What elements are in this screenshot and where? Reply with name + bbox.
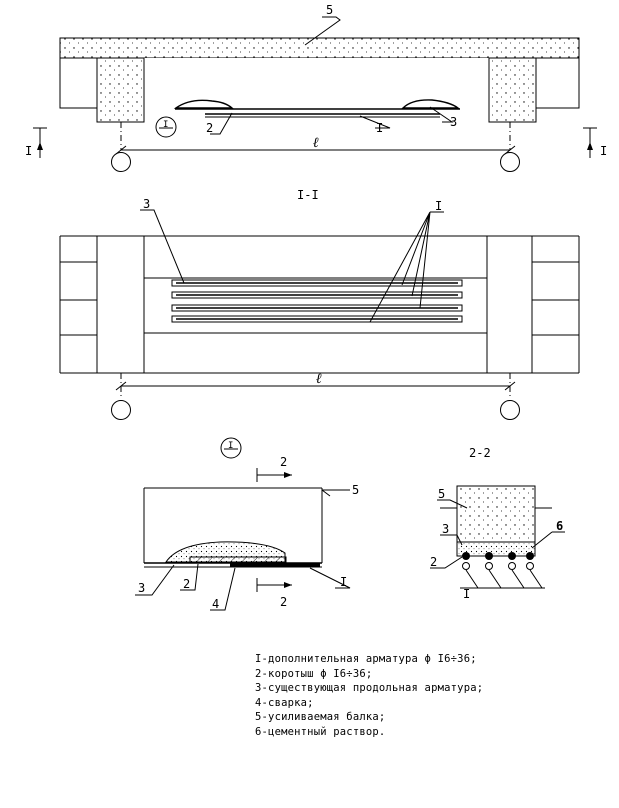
legend-item-1: I-дополнительная арматура ϕ I6÷36; <box>255 653 477 665</box>
legend-item-3: 3-существующая продольная арматура; <box>255 682 484 694</box>
span-label-top: ℓ <box>313 135 319 151</box>
label-6-section: 6 <box>556 519 563 533</box>
legend-item-2: 2-коротыш ϕ I6÷36; <box>255 667 373 680</box>
label-2-cut-top: 2 <box>280 455 287 469</box>
section-mark-right: I <box>600 144 607 158</box>
label-5-section: 5 <box>438 487 445 501</box>
section-title-2: 2-2 <box>469 446 491 460</box>
detail-view <box>135 437 351 611</box>
legend-item-6: 6-цементный раствор. <box>255 725 386 738</box>
cross-section-view <box>430 485 565 589</box>
plan-view <box>59 209 580 420</box>
label-1-top: I <box>376 121 383 135</box>
section-mark-left: I <box>25 144 32 158</box>
legend-item-5: 5-усиливаемая балка; <box>255 711 386 723</box>
label-3-detail: 3 <box>138 581 145 595</box>
label-1-detail: I <box>340 575 347 589</box>
elevation-view <box>33 16 597 172</box>
callout-detail: I <box>228 441 233 451</box>
label-5-top: 5 <box>326 3 333 17</box>
label-2-section: 2 <box>430 555 437 569</box>
callout-top: I <box>163 120 168 130</box>
label-5-detail: 5 <box>352 483 359 497</box>
label-3-top: 3 <box>450 115 457 129</box>
label-2-detail: 2 <box>183 577 190 591</box>
label-4-detail: 4 <box>212 597 219 611</box>
label-3-section: 3 <box>442 522 449 536</box>
label-3-plan: 3 <box>143 197 150 211</box>
section-title-1: I-I <box>297 188 319 202</box>
legend: I-дополнительная арматура ϕ I6÷36; 2-кор… <box>255 652 483 739</box>
label-1-section: I <box>463 587 470 601</box>
legend-item-4: 4-сварка; <box>255 696 314 709</box>
label-2-top: 2 <box>206 121 213 135</box>
label-2-cut-bottom: 2 <box>280 595 287 609</box>
label-1-plan: I <box>435 199 442 213</box>
span-label-plan: ℓ <box>316 371 322 387</box>
